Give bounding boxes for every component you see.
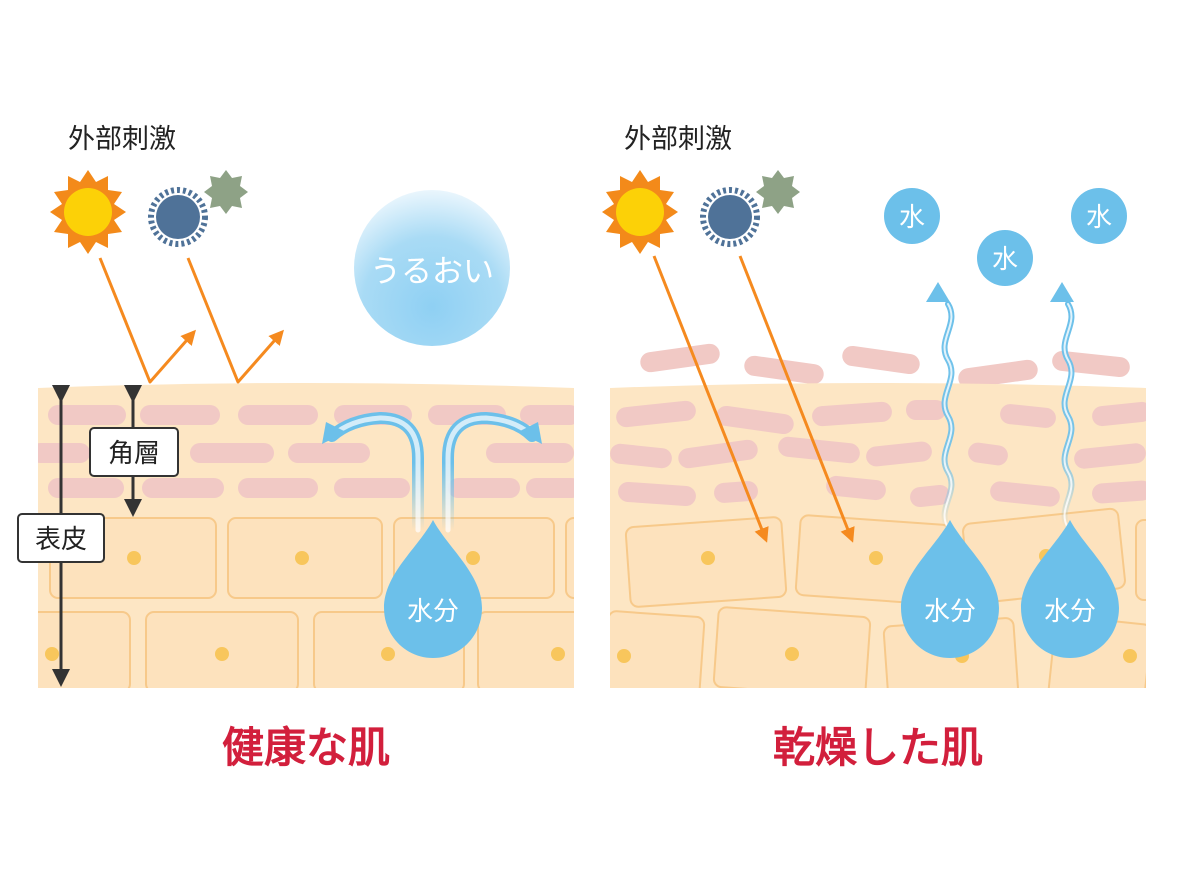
evaporated-water-bubble: 水 xyxy=(977,230,1033,286)
right-water-drop-label: 水分 xyxy=(1044,597,1096,627)
peeling-corneum-flakes xyxy=(640,343,1130,389)
sun-icon xyxy=(50,170,126,254)
deflected-stimulus-arrows xyxy=(98,257,284,384)
stratum-corneum-cells xyxy=(610,400,1146,508)
healthy-skin-caption: 健康な肌 xyxy=(222,723,390,772)
pollen-particle-icon xyxy=(204,170,248,214)
dry-skin-panel: 外部刺激 水 水 水 xyxy=(602,124,1146,772)
evaporation-arrows xyxy=(926,282,1075,531)
water-bubble-label: 水 xyxy=(1086,203,1112,233)
healthy-skin-panel: 外部刺激 うるおい xyxy=(17,124,574,772)
right-stimulus-label: 外部刺激 xyxy=(624,124,732,155)
moisture-retention-arrows xyxy=(322,411,542,536)
dust-particle-icon xyxy=(148,187,208,247)
pollen-particle-icon xyxy=(756,170,800,214)
left-stimulus-label: 外部刺激 xyxy=(68,124,176,155)
water-drop-icon: 水分 xyxy=(901,520,999,658)
stratum-corneum-label: 角層 xyxy=(108,439,160,469)
stratum-corneum-label-box: 角層 xyxy=(89,427,179,477)
moisture-badge: うるおい xyxy=(354,190,510,346)
evaporated-water-bubble: 水 xyxy=(884,188,940,244)
water-bubble-label: 水 xyxy=(992,245,1018,275)
dry-skin-caption: 乾燥した肌 xyxy=(773,723,983,772)
penetrating-stimulus-arrows xyxy=(652,255,855,543)
water-drop-icon: 水分 xyxy=(384,520,482,658)
dust-particle-icon xyxy=(700,187,760,247)
water-bubble-label: 水 xyxy=(899,203,925,233)
right-water-drop-label: 水分 xyxy=(924,597,976,627)
moisture-badge-label: うるおい xyxy=(370,254,494,290)
epidermis-label: 表皮 xyxy=(35,525,87,555)
left-water-drop-label: 水分 xyxy=(407,597,459,627)
water-drop-icon: 水分 xyxy=(1021,520,1119,658)
evaporated-water-bubble: 水 xyxy=(1071,188,1127,244)
sun-icon xyxy=(602,170,678,254)
epidermis-label-box: 表皮 xyxy=(17,513,105,563)
